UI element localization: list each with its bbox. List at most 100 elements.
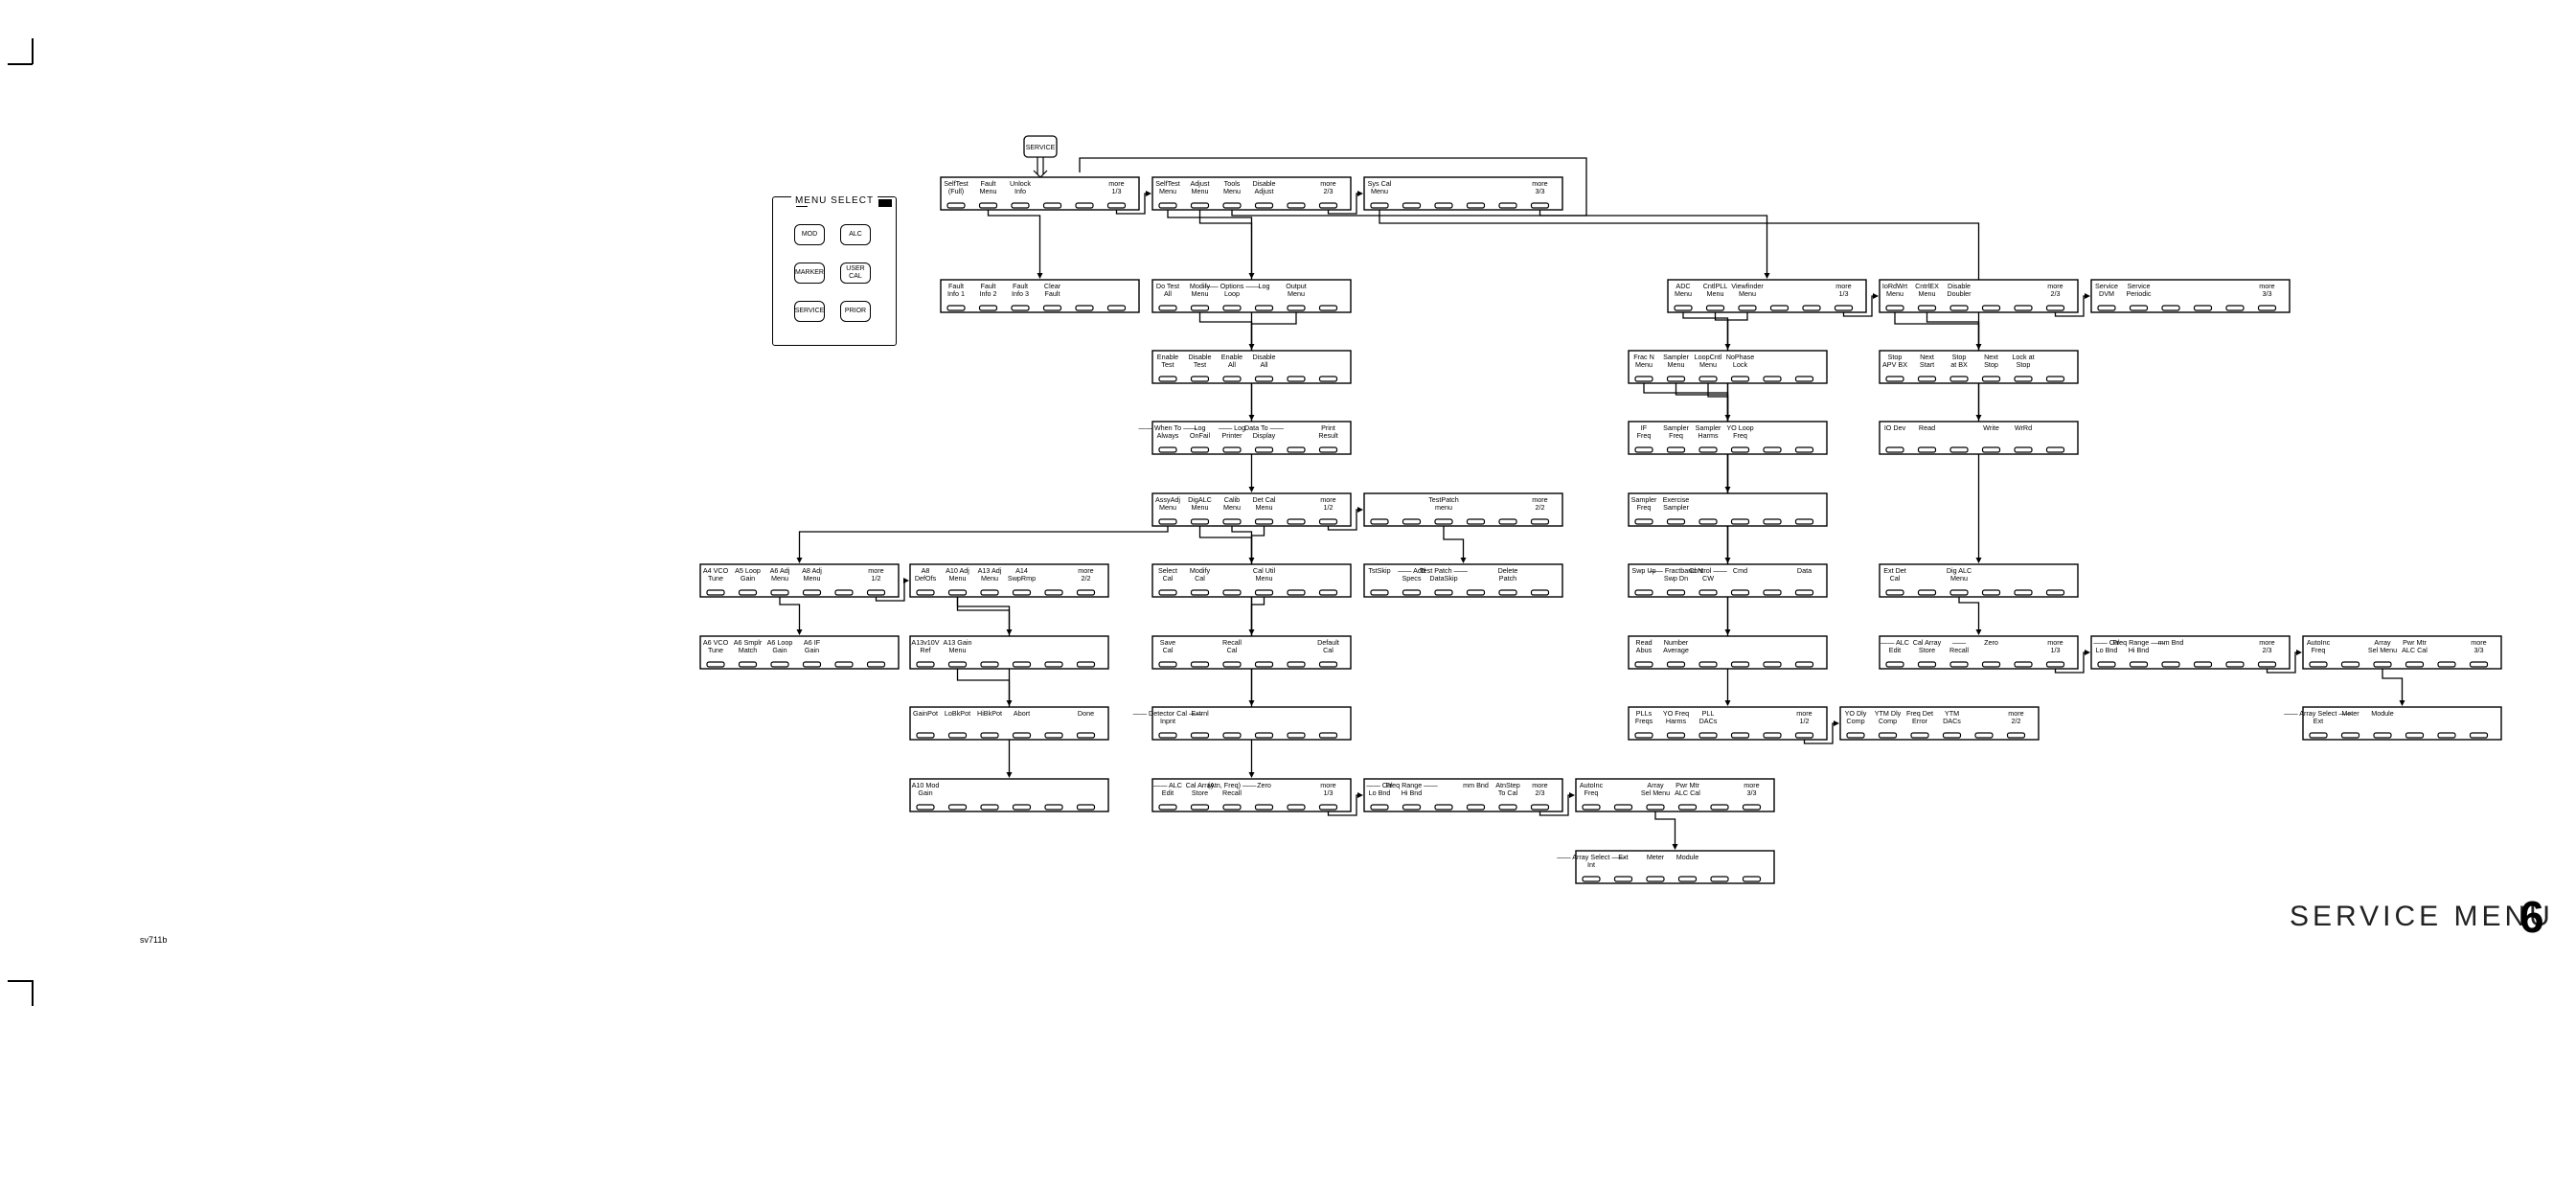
softkey-button[interactable] <box>2373 732 2392 739</box>
softkey-button[interactable] <box>1254 376 1274 382</box>
softkey-button[interactable] <box>1742 876 1762 882</box>
softkey-button[interactable] <box>738 661 758 668</box>
softkey-button[interactable] <box>1190 589 1210 596</box>
softkey-button[interactable] <box>1634 661 1653 668</box>
softkey-button[interactable] <box>946 202 966 209</box>
softkey-button[interactable] <box>2469 661 2489 668</box>
softkey-button[interactable] <box>1370 202 1389 209</box>
softkey-button[interactable] <box>2225 305 2245 311</box>
softkey-button[interactable] <box>1012 589 1032 596</box>
softkey-button[interactable] <box>1666 732 1686 739</box>
softkey-button[interactable] <box>1222 202 1242 209</box>
softkey-button[interactable] <box>770 661 789 668</box>
softkey-button[interactable] <box>916 661 935 668</box>
softkey-button[interactable] <box>1318 804 1338 811</box>
softkey-button[interactable] <box>2309 661 2328 668</box>
softkey-button[interactable] <box>916 804 935 811</box>
mod-key[interactable]: MOD <box>794 224 825 245</box>
softkey-button[interactable] <box>916 589 935 596</box>
softkey-button[interactable] <box>1222 589 1242 596</box>
softkey-button[interactable] <box>2097 305 2116 311</box>
softkey-button[interactable] <box>1402 202 1422 209</box>
softkey-button[interactable] <box>1190 305 1210 311</box>
softkey-button[interactable] <box>1763 376 1782 382</box>
softkey-button[interactable] <box>1885 589 1904 596</box>
softkey-button[interactable] <box>2045 305 2065 311</box>
softkey-button[interactable] <box>770 589 789 596</box>
softkey-button[interactable] <box>1530 518 1550 525</box>
softkey-button[interactable] <box>1698 518 1718 525</box>
softkey-button[interactable] <box>2014 661 2033 668</box>
softkey-button[interactable] <box>1370 518 1389 525</box>
softkey-button[interactable] <box>1466 518 1486 525</box>
softkey-button[interactable] <box>866 589 886 596</box>
softkey-button[interactable] <box>1075 202 1094 209</box>
softkey-button[interactable] <box>1287 518 1306 525</box>
softkey-button[interactable] <box>1012 732 1032 739</box>
softkey-button[interactable] <box>1190 732 1210 739</box>
softkey-button[interactable] <box>1646 804 1665 811</box>
softkey-button[interactable] <box>1917 376 1937 382</box>
softkey-button[interactable] <box>2161 305 2180 311</box>
softkey-button[interactable] <box>1106 202 1127 209</box>
softkey-button[interactable] <box>1705 305 1725 311</box>
softkey-button[interactable] <box>2225 661 2245 668</box>
softkey-button[interactable] <box>2045 376 2065 382</box>
softkey-button[interactable] <box>2193 305 2213 311</box>
user-cal-key[interactable]: USER CAL <box>840 263 871 284</box>
softkey-button[interactable] <box>1158 732 1177 739</box>
softkey-button[interactable] <box>2045 661 2065 668</box>
softkey-button[interactable] <box>1698 661 1718 668</box>
softkey-button[interactable] <box>1763 518 1782 525</box>
softkey-button[interactable] <box>1666 446 1686 453</box>
softkey-button[interactable] <box>1254 518 1274 525</box>
softkey-button[interactable] <box>1794 661 1814 668</box>
softkey-button[interactable] <box>1222 446 1242 453</box>
softkey-button[interactable] <box>2097 661 2116 668</box>
softkey-button[interactable] <box>1698 589 1718 596</box>
softkey-button[interactable] <box>706 661 725 668</box>
softkey-button[interactable] <box>1634 732 1653 739</box>
softkey-button[interactable] <box>1190 804 1210 811</box>
softkey-button[interactable] <box>1158 589 1177 596</box>
softkey-button[interactable] <box>1498 804 1517 811</box>
softkey-button[interactable] <box>2437 732 2456 739</box>
softkey-button[interactable] <box>1794 376 1814 382</box>
softkey-button[interactable] <box>1158 305 1177 311</box>
softkey-button[interactable] <box>2405 661 2425 668</box>
softkey-button[interactable] <box>2437 661 2456 668</box>
softkey-button[interactable] <box>1846 732 1865 739</box>
softkey-button[interactable] <box>1044 732 1063 739</box>
softkey-button[interactable] <box>2405 732 2425 739</box>
softkey-button[interactable] <box>1402 518 1422 525</box>
softkey-button[interactable] <box>1530 589 1550 596</box>
softkey-button[interactable] <box>1878 732 1898 739</box>
softkey-button[interactable] <box>1730 446 1750 453</box>
softkey-button[interactable] <box>1763 446 1782 453</box>
softkey-button[interactable] <box>1710 876 1729 882</box>
softkey-button[interactable] <box>1698 376 1718 382</box>
softkey-button[interactable] <box>2129 305 2149 311</box>
softkey-button[interactable] <box>1666 661 1686 668</box>
softkey-button[interactable] <box>1981 376 2001 382</box>
softkey-button[interactable] <box>2014 589 2033 596</box>
softkey-button[interactable] <box>1530 202 1550 209</box>
softkey-button[interactable] <box>1011 202 1030 209</box>
softkey-button[interactable] <box>802 661 822 668</box>
softkey-button[interactable] <box>1763 661 1782 668</box>
softkey-button[interactable] <box>1318 446 1338 453</box>
softkey-button[interactable] <box>1287 202 1306 209</box>
softkey-button[interactable] <box>1042 202 1062 209</box>
softkey-button[interactable] <box>1634 589 1653 596</box>
softkey-button[interactable] <box>980 661 999 668</box>
softkey-button[interactable] <box>1287 804 1306 811</box>
softkey-button[interactable] <box>1582 876 1601 882</box>
softkey-button[interactable] <box>1794 732 1814 739</box>
softkey-button[interactable] <box>1981 661 2001 668</box>
softkey-button[interactable] <box>1076 732 1096 739</box>
softkey-button[interactable] <box>1613 876 1633 882</box>
softkey-button[interactable] <box>1738 305 1757 311</box>
softkey-button[interactable] <box>1012 661 1032 668</box>
softkey-button[interactable] <box>1981 446 2001 453</box>
softkey-button[interactable] <box>947 804 968 811</box>
